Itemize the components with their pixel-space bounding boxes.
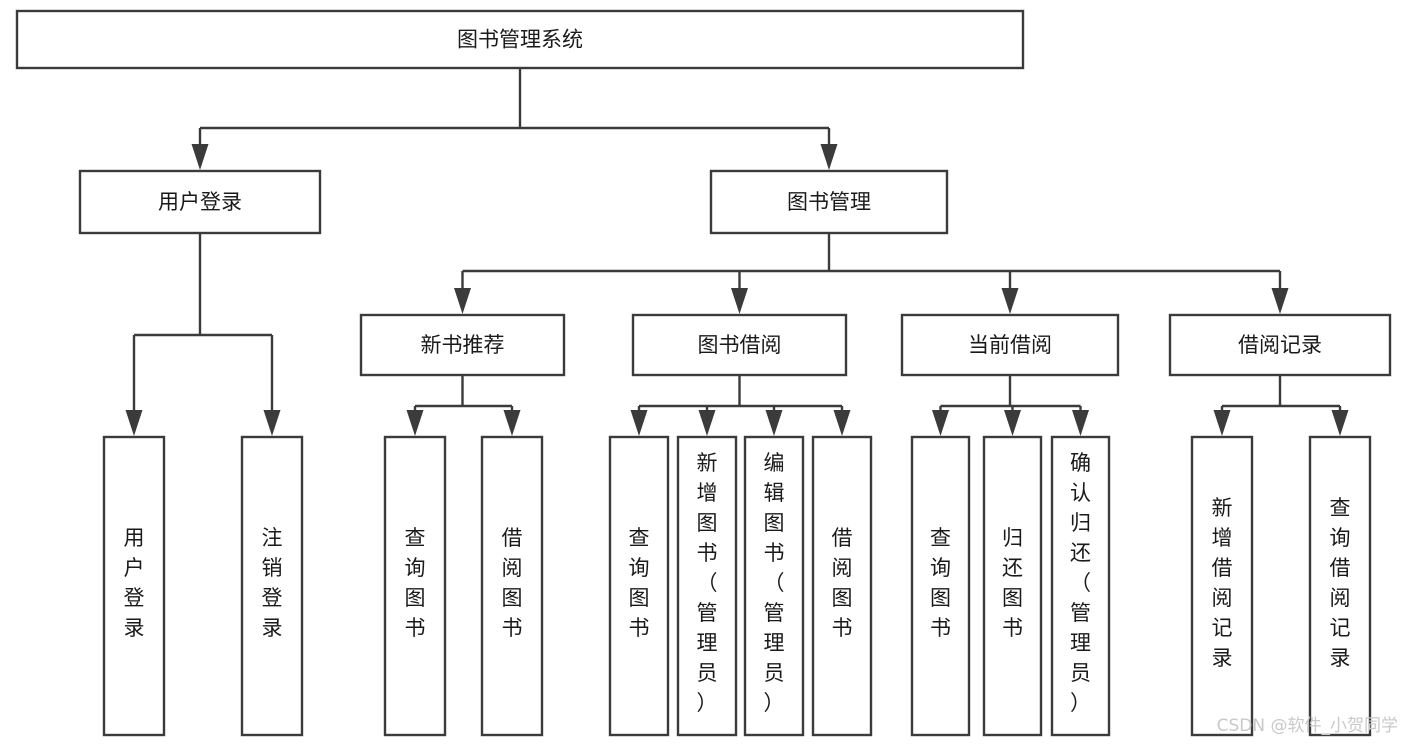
connector-group-current-borrow [932,375,1089,436]
node-label: 借阅图书 [502,526,523,640]
node-layer: 图书管理系统用户登录图书管理新书推荐图书借阅当前借阅借阅记录用户登录注销登录查询… [15,9,1392,737]
node-box[interactable] [480,435,544,737]
arrow-head-icon [263,410,281,436]
node-label: 查询图书 [629,526,650,640]
node-box[interactable] [15,9,1025,70]
arrow-head-icon [191,144,209,170]
arrow-head-icon [630,410,648,436]
node-label: 确认归还（管理员） [1070,451,1091,715]
node-label: 用户登录 [124,526,145,640]
connector-group-book-manage [454,233,1289,314]
node-label: 借阅图书 [832,526,853,640]
arrow-head-icon [503,410,521,436]
node-box[interactable] [910,435,971,737]
node-box[interactable] [709,169,949,235]
node-label: 新增图书（管理员） [697,451,718,715]
arrow-head-icon [731,288,748,314]
node-label: 新书推荐 [421,333,505,357]
arrow-head-icon [1004,410,1021,436]
connector-group-root [191,68,838,170]
node-box[interactable] [1308,435,1372,737]
arrow-head-icon [698,410,716,436]
connector-group-borrow-record [1213,375,1349,436]
node-label: 用户登录 [158,190,242,214]
node-box[interactable] [359,313,566,377]
node-leaf-logout[interactable]: 注销登录 [240,435,304,737]
node-book-manage[interactable]: 图书管理 [709,169,949,235]
watermark-layer: CSDN @软件_小贺同学 [1217,716,1398,736]
arrow-head-icon [1072,410,1089,436]
node-leaf-query-book-borrow[interactable]: 查询图书 [608,435,670,737]
node-box[interactable] [608,435,670,737]
node-leaf-confirm-return[interactable]: 确认归还（管理员） [1050,435,1111,737]
node-label: 借阅记录 [1238,333,1322,357]
node-leaf-query-record[interactable]: 查询借阅记录 [1308,435,1372,737]
node-label: 查询图书 [930,526,951,640]
arrow-head-icon [1001,288,1019,314]
node-box[interactable] [1190,435,1254,737]
connector-group-user-login [125,233,281,436]
arrow-head-icon [820,144,838,170]
node-label: 归还图书 [1002,526,1023,640]
node-borrow-record[interactable]: 借阅记录 [1168,313,1392,377]
node-box[interactable] [982,435,1043,737]
arrow-head-icon [406,410,424,436]
node-leaf-borrow-book-rec[interactable]: 借阅图书 [480,435,544,737]
node-label: 新增借阅记录 [1212,496,1233,670]
node-label: 注销登录 [262,526,283,640]
arrow-head-icon [454,288,471,314]
node-box[interactable] [383,435,447,737]
node-label: 图书借阅 [698,333,782,357]
node-leaf-edit-book[interactable]: 编辑图书（管理员） [743,435,805,737]
arrow-head-icon [1271,288,1289,314]
node-label: 图书管理 [787,190,871,214]
node-label: 编辑图书（管理员） [764,451,785,715]
node-box[interactable] [676,435,738,737]
node-leaf-add-record[interactable]: 新增借阅记录 [1190,435,1254,737]
node-leaf-borrow-book[interactable]: 借阅图书 [811,435,873,737]
connector-group-book-borrow [630,375,851,436]
node-new-book-recommend[interactable]: 新书推荐 [359,313,566,377]
node-box[interactable] [743,435,805,737]
connector-layer [125,68,1349,436]
node-leaf-query-book-rec[interactable]: 查询图书 [383,435,447,737]
node-leaf-user-login[interactable]: 用户登录 [102,435,166,737]
node-book-borrow[interactable]: 图书借阅 [631,313,848,377]
node-box[interactable] [811,435,873,737]
node-label: 查询借阅记录 [1330,496,1351,670]
node-leaf-query-book-cur[interactable]: 查询图书 [910,435,971,737]
node-label: 查询图书 [405,526,426,640]
connector-group-new-book-recommend [406,375,521,436]
node-label: 当前借阅 [968,333,1052,357]
arrow-head-icon [1213,410,1231,436]
arrow-head-icon [125,410,143,436]
arrow-head-icon [932,410,949,436]
node-box[interactable] [1168,313,1392,377]
node-box[interactable] [102,435,166,737]
node-root[interactable]: 图书管理系统 [15,9,1025,70]
node-box[interactable] [240,435,304,737]
node-current-borrow[interactable]: 当前借阅 [900,313,1120,377]
node-user-login[interactable]: 用户登录 [78,169,322,235]
node-leaf-return-book[interactable]: 归还图书 [982,435,1043,737]
node-leaf-add-book[interactable]: 新增图书（管理员） [676,435,738,737]
node-box[interactable] [631,313,848,377]
csdn-watermark: CSDN @软件_小贺同学 [1217,716,1398,736]
node-label: 图书管理系统 [457,28,583,52]
arrow-head-icon [1331,410,1349,436]
node-box[interactable] [900,313,1120,377]
node-box[interactable] [78,169,322,235]
arrow-head-icon [765,410,783,436]
node-box[interactable] [1050,435,1111,737]
arrow-head-icon [833,410,851,436]
